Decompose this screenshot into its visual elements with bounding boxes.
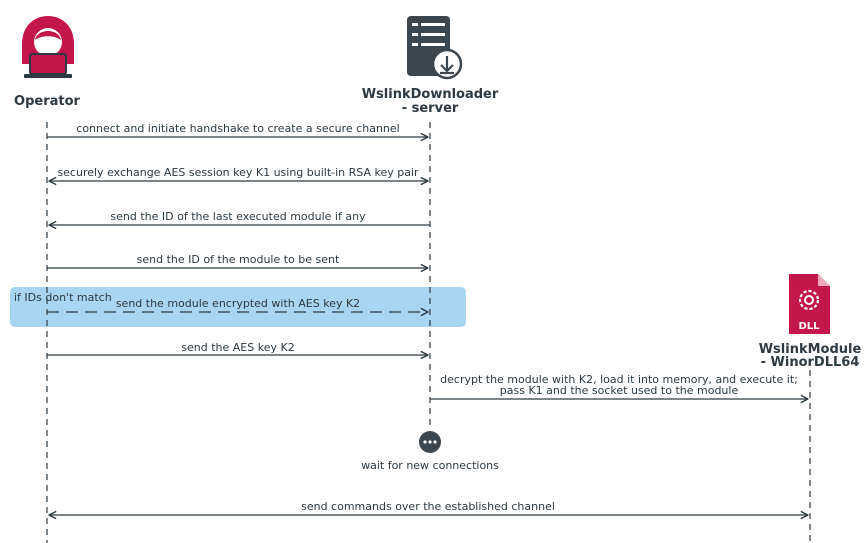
module-name: WslinkModule	[759, 342, 862, 357]
message-label-3: send the ID of the last executed module …	[110, 210, 366, 223]
more-dots-icon	[419, 431, 441, 453]
message-label-7a: decrypt the module with K2, load it into…	[440, 373, 798, 386]
downloader-name: WslinkDownloader	[362, 87, 499, 102]
dll-file-icon: DLL	[789, 274, 830, 334]
operator-name: Operator	[14, 94, 81, 109]
message-label-1: connect and initiate handshake to create…	[76, 122, 399, 135]
module-name-suffix: - WinorDLL64	[761, 355, 860, 370]
server-download-icon	[407, 16, 463, 80]
downloader-name-suffix: - server	[402, 101, 459, 116]
message-label-4: send the ID of the module to be sent	[137, 253, 340, 266]
dll-file-icon-label: DLL	[798, 321, 820, 332]
message-label-2: securely exchange AES session key K1 usi…	[57, 166, 419, 179]
message-label-5: send the module encrypted with AES key K…	[116, 297, 360, 310]
hooded-hacker-icon	[22, 16, 74, 78]
message-label-6: send the AES key K2	[181, 341, 294, 354]
condition-label: if IDs don't match	[14, 291, 112, 304]
message-label-8: send commands over the established chann…	[301, 500, 555, 513]
conditional-highlight	[10, 287, 466, 327]
wait-label: wait for new connections	[361, 459, 499, 472]
message-label-7b: pass K1 and the socket used to the modul…	[500, 384, 739, 397]
